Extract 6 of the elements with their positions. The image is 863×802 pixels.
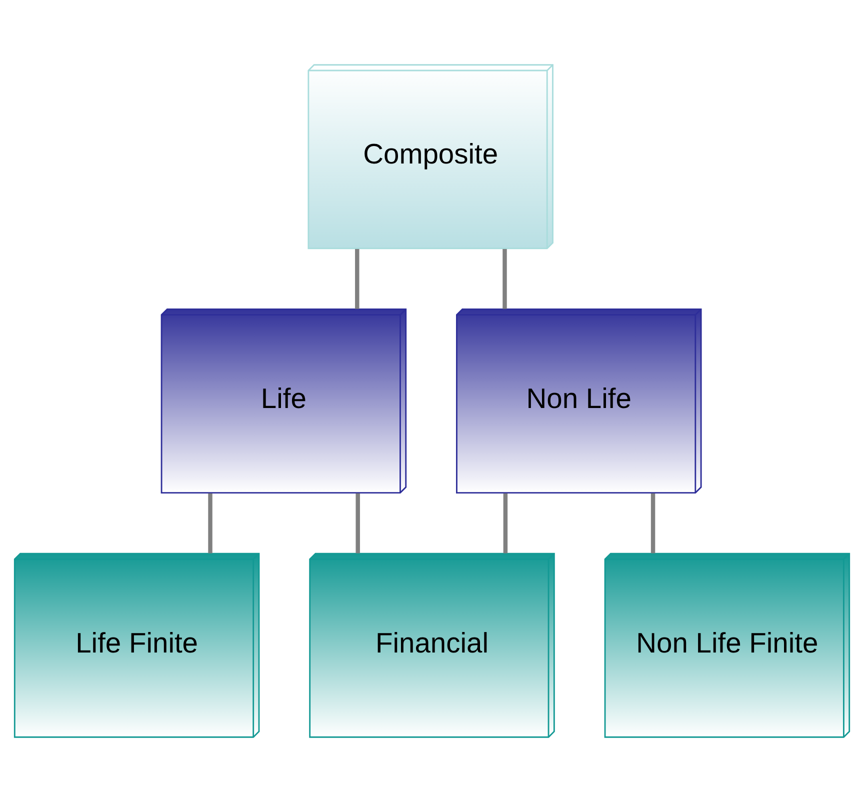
connector bbox=[650, 493, 655, 554]
connector bbox=[354, 249, 359, 309]
connector bbox=[502, 249, 506, 309]
connector bbox=[502, 493, 508, 554]
connector bbox=[208, 493, 212, 554]
connector bbox=[355, 493, 360, 554]
